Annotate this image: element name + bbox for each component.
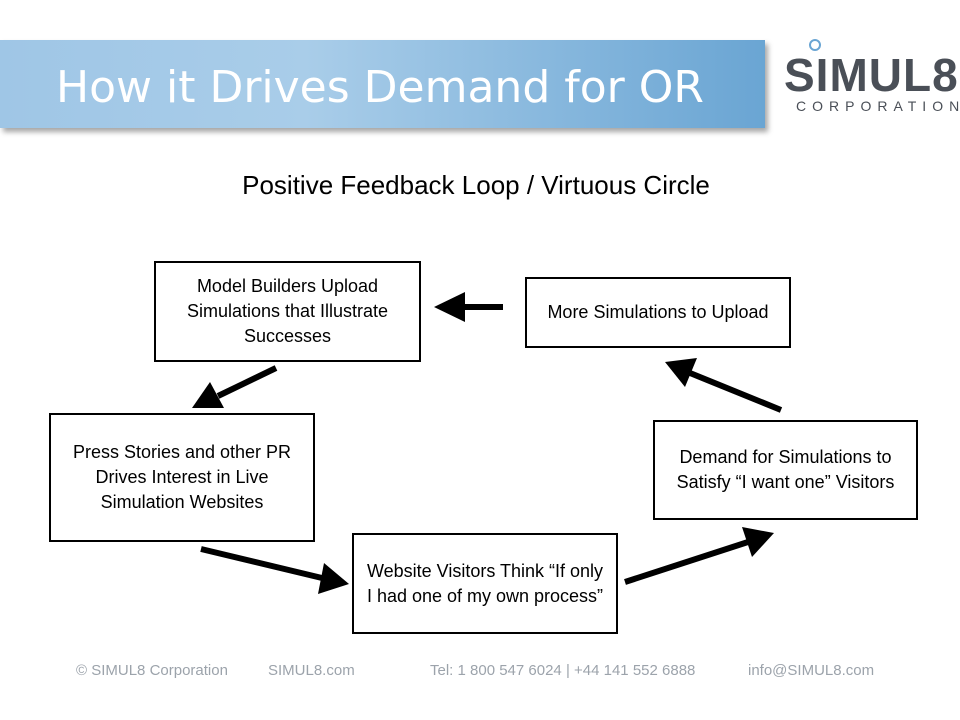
page-title: How it Drives Demand for OR xyxy=(56,62,704,113)
logo-main-text: SIMUL8 xyxy=(784,49,959,101)
footer-phone: Tel: 1 800 547 6024 | +44 141 552 6888 xyxy=(430,662,696,679)
logo-node-icon xyxy=(809,39,821,51)
diagram-subtitle: Positive Feedback Loop / Virtuous Circle xyxy=(242,170,710,200)
footer-website-link[interactable]: SIMUL8.com xyxy=(268,662,355,679)
footer-copyright: © SIMUL8 Corporation xyxy=(76,662,228,679)
arrow-more-to-model xyxy=(434,292,503,322)
box-more-simulations: More Simulations to Upload xyxy=(525,277,791,348)
arrow-press-to-visitors xyxy=(200,546,349,594)
footer-email-link[interactable]: info@SIMUL8.com xyxy=(748,662,875,679)
box-visitors-think: Website Visitors Think “If only I had on… xyxy=(352,533,618,634)
box-model-builders: Model Builders Upload Simulations that I… xyxy=(154,261,421,362)
simul8-logo: SIMUL8 CORPORATION xyxy=(776,38,959,122)
arrow-demand-to-more xyxy=(665,358,783,413)
arrow-visitors-to-demand xyxy=(624,527,774,585)
arrow-model-to-press xyxy=(192,365,278,408)
box-press-stories: Press Stories and other PR Drives Intere… xyxy=(49,413,315,542)
title-bar xyxy=(0,40,765,128)
box-demand: Demand for Simulations to Satisfy “I wan… xyxy=(653,420,918,520)
logo-sub-text: CORPORATION xyxy=(796,98,960,114)
